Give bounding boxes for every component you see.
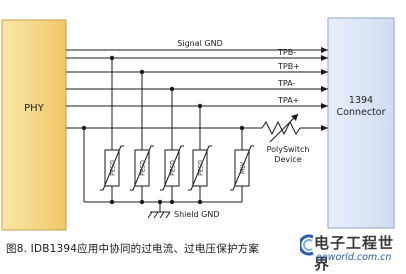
pesd4-label: PESD (198, 160, 205, 176)
arrow-tpa-minus (321, 86, 328, 92)
pesd1-slash (100, 145, 124, 191)
arrow-power (321, 125, 328, 131)
ground-hatch-2 (153, 211, 159, 219)
junction-bus-1 (109, 199, 115, 205)
pesd3-slash (160, 145, 184, 191)
logo-sub-text: eeworld.com.cn (316, 252, 392, 263)
pesd1-label: PESD (110, 160, 117, 176)
figure-caption: 图8. IDB1394应用中协同的过电流、过电压保护方案 (6, 243, 260, 255)
shield-gnd-label: Shield GND (174, 210, 219, 219)
arrow-signal-gnd (321, 47, 328, 53)
tpa-minus-label: TPA- (277, 79, 295, 88)
pesd2-label: PESD (140, 160, 147, 176)
connector-label-line2: Connector (337, 107, 386, 118)
arrow-tpb-plus (321, 69, 328, 75)
phy-block (1, 19, 67, 231)
polyswitch-arrowhead (291, 114, 298, 121)
junction-gnd (157, 199, 163, 205)
eeworld-logo: 电子工程世界 eeworld.com.cn (300, 232, 402, 273)
polyswitch-label-line2: Device (274, 155, 301, 164)
phy-label: PHY (24, 103, 45, 114)
eeworld-mark-icon (300, 234, 314, 256)
junction-pesd3 (169, 86, 175, 92)
pesd3-label: PESD (170, 160, 177, 176)
junction-bus-4 (197, 199, 203, 205)
tpb-plus-label: TPB+ (277, 62, 300, 71)
logo-main-text: 电子工程世界 (314, 234, 395, 273)
arrow-tpa-plus (321, 103, 328, 109)
junction-power-left (81, 125, 87, 131)
tpa-plus-label: TPA+ (277, 96, 299, 105)
ground-hatch-4 (165, 211, 171, 219)
signal-gnd-label: Signal GND (177, 39, 222, 48)
connector-label-line1: 1394 (349, 95, 373, 106)
polyswitch-arrow (269, 113, 299, 143)
tpb-minus-label: TPB- (277, 48, 296, 57)
connector-block (327, 17, 395, 229)
mlv-label: MLV (240, 161, 247, 174)
polyswitch-resistor (261, 120, 301, 136)
pesd2-slash (130, 145, 154, 191)
junction-pesd2 (139, 69, 145, 75)
pesd4-slash (188, 145, 212, 191)
ground-hatch-1 (147, 211, 153, 219)
polyswitch-label-line1: PolySwitch (267, 145, 310, 154)
mlv-slash (230, 145, 254, 191)
arrow-tpb-minus (321, 55, 328, 61)
ground-hatch-3 (159, 211, 165, 219)
junction-pesd1 (109, 55, 115, 61)
junction-bus-2 (139, 199, 145, 205)
junction-bus-3 (169, 199, 175, 205)
junction-pesd4 (197, 103, 203, 109)
junction-mlv (239, 125, 245, 131)
